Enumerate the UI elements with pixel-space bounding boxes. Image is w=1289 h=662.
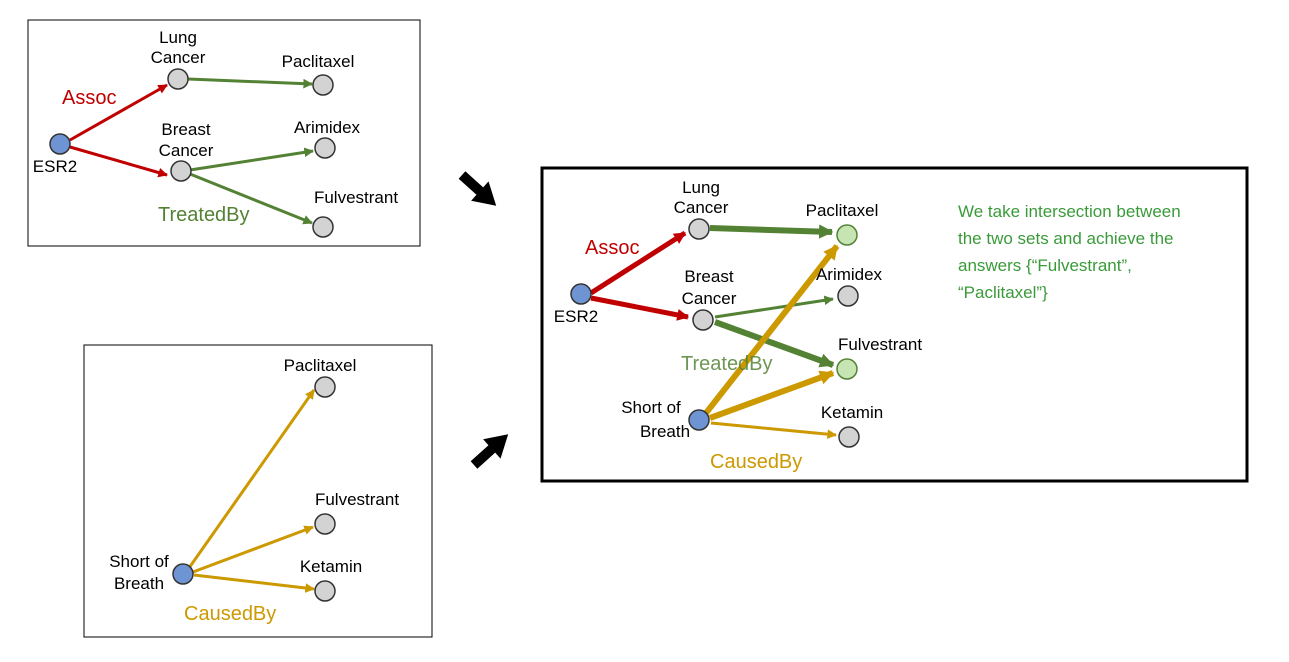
edge-sob-paclitaxel xyxy=(187,389,316,569)
panel-esr2-query: ESR2 Lung Cancer Breast Cancer Paclitaxe… xyxy=(27,19,421,247)
edge-sob-ketamin xyxy=(710,421,837,439)
label-breast-cancer-2: Cancer xyxy=(159,141,214,160)
label-esr2: ESR2 xyxy=(33,157,77,176)
intersection-note: We take intersection between the two set… xyxy=(958,202,1181,302)
panel-1-frame xyxy=(27,19,421,247)
label-paclitaxel: Paclitaxel xyxy=(806,201,879,220)
node-fulvestrant xyxy=(314,513,336,535)
edge-sob-ketamin xyxy=(193,573,315,593)
label-lung-cancer-1: Lung xyxy=(159,28,197,47)
edge-breast-cancer-fulvestrant xyxy=(189,172,313,225)
node-fulvestrant xyxy=(312,216,334,238)
arrow-panel1-to-result xyxy=(458,171,497,206)
node-esr2 xyxy=(570,283,592,305)
node-paclitaxel xyxy=(314,376,336,398)
panel-3-frame xyxy=(540,166,1249,483)
label-fulvestrant: Fulvestrant xyxy=(315,490,399,509)
note-line-2: the two sets and achieve the xyxy=(958,229,1173,248)
edge-sob-fulvestrant xyxy=(708,370,835,421)
label-short-of-breath-1: Short of xyxy=(621,398,681,417)
panel-short-of-breath-query: Short of Breath Paclitaxel Fulvestrant K… xyxy=(83,344,433,638)
label-short-of-breath-1: Short of xyxy=(109,552,169,571)
label-lung-cancer-2: Cancer xyxy=(151,48,206,67)
node-short-of-breath xyxy=(172,563,194,585)
label-short-of-breath-2: Breath xyxy=(114,574,164,593)
edge-lung-cancer-paclitaxel xyxy=(187,77,313,89)
panel-2-frame xyxy=(83,344,433,638)
label-short-of-breath-2: Breath xyxy=(640,422,690,441)
node-breast-cancer xyxy=(692,309,714,331)
label-paclitaxel: Paclitaxel xyxy=(282,52,355,71)
edge-esr2-breast-cancer xyxy=(69,145,168,178)
label-lung-cancer-1: Lung xyxy=(682,178,720,197)
node-paclitaxel-answer xyxy=(836,224,858,246)
note-line-3: answers {“Fulvestrant”, xyxy=(958,256,1132,275)
label-fulvestrant: Fulvestrant xyxy=(838,335,922,354)
relation-treated-by: TreatedBy xyxy=(158,204,250,226)
node-arimidex xyxy=(314,137,336,159)
edge-breast-cancer-fulvestrant xyxy=(713,319,835,368)
node-short-of-breath xyxy=(688,409,710,431)
edge-lung-cancer-paclitaxel xyxy=(709,224,834,239)
node-arimidex xyxy=(837,285,859,307)
flow-arrows xyxy=(458,171,509,469)
edge-sob-fulvestrant xyxy=(192,525,314,574)
node-paclitaxel xyxy=(312,74,334,96)
relation-assoc: Assoc xyxy=(585,237,639,259)
label-ketamin: Ketamin xyxy=(821,403,883,422)
edge-esr2-lung-cancer xyxy=(69,83,168,142)
arrow-panel2-to-result xyxy=(470,434,509,469)
label-ketamin: Ketamin xyxy=(300,557,362,576)
edge-breast-cancer-arimidex xyxy=(189,147,314,172)
node-lung-cancer xyxy=(688,218,710,240)
label-breast-cancer-2: Cancer xyxy=(682,289,737,308)
edge-esr2-breast-cancer xyxy=(590,295,690,321)
label-fulvestrant: Fulvestrant xyxy=(314,188,398,207)
relation-caused-by: CausedBy xyxy=(710,451,802,473)
label-arimidex: Arimidex xyxy=(816,265,883,284)
relation-caused-by: CausedBy xyxy=(184,603,276,625)
edge-esr2-lung-cancer xyxy=(589,230,687,296)
node-breast-cancer xyxy=(170,160,192,182)
panel-intersection-result: ESR2 Lung Cancer Breast Cancer Short of … xyxy=(540,166,1249,483)
label-breast-cancer-1: Breast xyxy=(161,120,210,139)
edge-sob-paclitaxel xyxy=(703,244,840,415)
label-esr2: ESR2 xyxy=(554,307,598,326)
label-paclitaxel: Paclitaxel xyxy=(284,356,357,375)
label-arimidex: Arimidex xyxy=(294,118,361,137)
node-ketamin xyxy=(838,426,860,448)
relation-treated-by: TreatedBy xyxy=(681,353,773,375)
label-lung-cancer-2: Cancer xyxy=(674,198,729,217)
node-lung-cancer xyxy=(167,68,189,90)
relation-assoc: Assoc xyxy=(62,87,116,109)
label-breast-cancer-1: Breast xyxy=(684,267,733,286)
note-line-4: “Paclitaxel”} xyxy=(958,283,1048,302)
node-esr2 xyxy=(49,133,71,155)
note-line-1: We take intersection between xyxy=(958,202,1181,221)
edge-breast-cancer-arimidex xyxy=(714,295,834,319)
node-ketamin xyxy=(314,580,336,602)
node-fulvestrant-answer xyxy=(836,358,858,380)
